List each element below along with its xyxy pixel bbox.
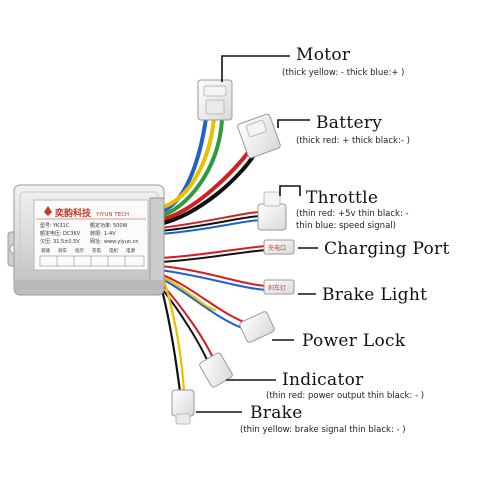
housing-base [14, 280, 164, 290]
function-label-0: 调速 [41, 247, 50, 254]
brand-logo [44, 206, 52, 216]
brake-light-plug-text: 刹车灯 [268, 284, 286, 292]
motor-connector [197, 79, 233, 121]
undervoltage-label: 欠压: [40, 238, 52, 245]
brakelight-red-wire [159, 265, 267, 287]
misc-yellow-wire [159, 275, 216, 311]
brake-light-label: Brake Light [322, 285, 428, 305]
rated-power-value: 500W [113, 223, 128, 229]
rated-voltage-value: DC36V [63, 231, 81, 237]
motor-detail: (thick yellow: - thick blue:+ ) [282, 68, 405, 78]
battery-detail: (thick red: + thick black:- ) [296, 136, 410, 146]
charging-port-plug-text: 充电口 [268, 244, 286, 252]
lower-wire-bundle [158, 245, 267, 394]
throttle-blue-wire [159, 219, 263, 235]
battery-black-wire [158, 150, 258, 226]
charging-black-wire [159, 249, 267, 263]
function-label-2: 指示 [75, 247, 84, 254]
throttle-range-value: 1-4V [104, 231, 116, 237]
charging-red-wire [159, 245, 267, 259]
rated-power-label: 额定功率: [90, 222, 112, 229]
throttle-leader [279, 185, 301, 196]
brake-label: Brake [250, 403, 303, 423]
throttle-black-wire [159, 215, 263, 232]
motor-yellow-wire [158, 116, 216, 210]
brand-en: YIYUN TECH [95, 212, 129, 218]
function-label-3: 充电 [92, 247, 101, 254]
indicator-label: Indicator [282, 370, 364, 390]
battery-connector [237, 113, 281, 159]
function-diagram [39, 255, 145, 267]
leader-lines [196, 55, 318, 413]
charging-port-label: Charging Port [324, 239, 450, 259]
function-label-1: 刹车 [58, 247, 67, 254]
throttle-red-wire [159, 211, 263, 229]
powerlock-blue-wire [159, 277, 243, 329]
power-lock-connector [239, 311, 275, 343]
brakelight-blue-wire [159, 269, 267, 291]
battery-red-wire [158, 148, 252, 222]
controller-box: 奕韵科技 YIYUN TECH 型号: YK31C 额定功率: 500W 额定电… [7, 184, 165, 296]
throttle-detail: (thin red: +5v thin black: - [296, 209, 409, 219]
housing-end-cap [149, 197, 165, 289]
function-label-4: 电机 [109, 247, 118, 254]
undervoltage-value: 31.5±0.5V [53, 239, 80, 245]
motor-green-wire [158, 116, 224, 218]
brake-black-wire [158, 280, 182, 394]
throttle-range-label: 转把: [90, 230, 102, 237]
website-value: www.yiyun.cn [104, 239, 139, 245]
throttle-detail-2: thin blue: speed signal) [296, 221, 396, 231]
rated-voltage-label: 额定电压: [40, 230, 62, 237]
brake-connector [171, 389, 195, 425]
power-lock-label: Power Lock [302, 331, 406, 351]
motor-leader [221, 55, 290, 82]
brake-detail: (thin yellow: brake signal thin black: -… [240, 425, 406, 435]
upper-wire-bundle [158, 116, 263, 235]
motor-label: Motor [296, 45, 351, 65]
indicator-detail: (thin red: power output thin black: - ) [266, 391, 425, 401]
charging-port-connector: 充电口 [263, 239, 295, 255]
battery-leader [277, 119, 310, 128]
website-label: 网址: [90, 238, 102, 245]
throttle-connector [257, 191, 287, 231]
powerlock-red-wire [159, 273, 245, 323]
throttle-label: Throttle [306, 188, 379, 208]
indicator-connector [199, 352, 233, 388]
brand-cn: 奕韵科技 [55, 207, 92, 219]
battery-label: Battery [316, 113, 383, 133]
function-row: 调速 刹车 指示 充电 电机 电源 [41, 247, 135, 254]
model-label: 型号: [40, 222, 52, 229]
motor-blue-wire [158, 116, 208, 214]
brake-light-connector: 刹车灯 [263, 279, 295, 295]
indicator-black-wire [159, 285, 209, 363]
model-value: YK31C [52, 223, 70, 229]
function-label-5: 电源 [126, 247, 135, 254]
brake-yellow-wire [162, 278, 186, 394]
